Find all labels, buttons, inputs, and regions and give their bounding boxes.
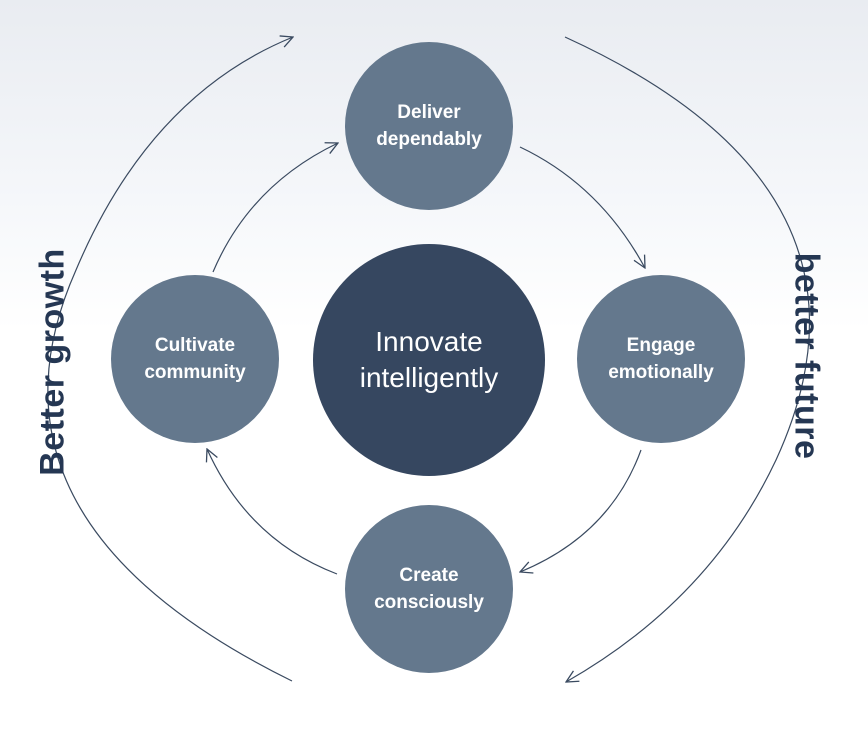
arrow-top-to-right: [519, 146, 645, 268]
arrow-bottom-to-left: [207, 449, 338, 575]
node-engage-emotionally: Engage emotionally: [577, 275, 745, 443]
outer-arc-left: [47, 37, 293, 682]
node-create-consciously: Create consciously: [345, 505, 513, 673]
node-create-consciously-label: Create consciously: [374, 565, 484, 613]
better-future-label: better future: [787, 252, 826, 460]
center-node-label: Innovate intelligently: [359, 326, 499, 393]
node-cultivate-community-label: Cultivate community: [144, 335, 246, 383]
arrow-left-to-top: [212, 143, 338, 273]
outer-arc-right: [565, 36, 811, 682]
node-innovate-intelligently: Innovate intelligently: [313, 244, 545, 476]
node-cultivate-community: Cultivate community: [111, 275, 279, 443]
node-deliver-dependably: Deliver dependably: [345, 42, 513, 210]
node-deliver-dependably-label: Deliver dependably: [376, 102, 482, 150]
arrow-right-to-bottom: [520, 449, 642, 572]
node-engage-emotionally-label: Engage emotionally: [608, 335, 714, 383]
better-growth-label: Better growth: [33, 248, 72, 476]
